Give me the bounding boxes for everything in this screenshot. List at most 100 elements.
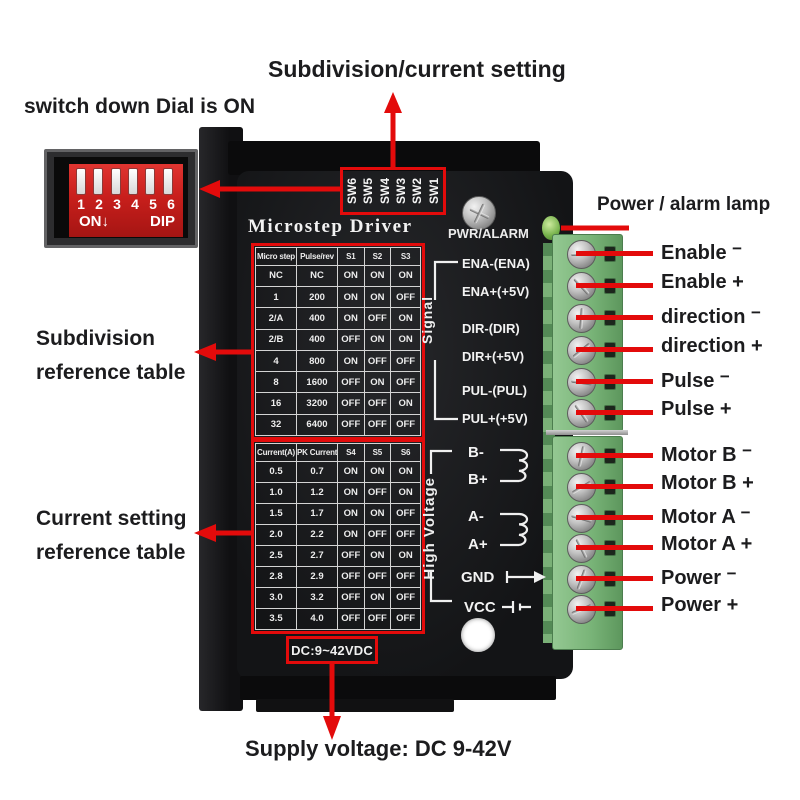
terminal-sign: + [719,398,732,420]
table-cell: ON [337,502,365,525]
terminal-pointer-line [576,453,653,458]
table-cell: ON [363,286,392,309]
terminal-label: Motor A + [661,533,753,555]
terminal-label: Pulse − [661,367,730,392]
terminal-label: Motor B + [661,472,754,494]
table-cell: 3200 [296,392,338,415]
table-cell: ON [390,460,421,483]
table-cell: 400 [296,307,338,330]
table-cell: 2/A [255,307,297,330]
current-reference-line2: reference table [36,541,186,564]
sw-label: SW2 [410,177,425,204]
table-cell: OFF [337,586,365,609]
table-cell: OFF [390,607,421,631]
table-cell: 2.5 [255,544,297,567]
high-voltage-group-label: High Voltage [421,477,438,580]
terminal-sign: + [740,533,753,555]
terminal-pointer-line [576,251,653,256]
device-left-plate [199,127,243,711]
sw-label: SW6 [345,177,360,204]
table-cell: OFF [337,544,365,567]
table-cell: OFF [390,371,421,394]
subdivision-reference-line2: reference table [36,361,186,384]
table-header-cell: S5 [363,443,392,462]
dip-number: 6 [167,196,175,212]
current-reference-label: Current setting reference table [36,502,187,570]
table-header-cell: Pulse/rev [296,247,338,266]
terminal-pointer-line [576,484,653,489]
table-cell: 3.5 [255,607,297,631]
table-cell: 0.7 [296,460,338,483]
table-cell: OFF [390,413,421,437]
terminal-sign: + [732,271,744,293]
dip-on-label: ON↓ [79,213,109,230]
dip-number: 5 [149,196,157,212]
table-cell: OFF [390,586,421,609]
table-cell: OFF [363,523,392,546]
table-cell: ON [390,264,421,288]
table-cell: 3.2 [296,586,338,609]
table-cell: 1.0 [255,481,297,504]
table-header-cell: S1 [337,247,365,266]
table-cell: ON [337,523,365,546]
dip-dip-label: DIP [149,213,175,230]
terminal-label: direction + [661,335,763,357]
table-header-cell: S4 [337,443,365,462]
dip-number: 2 [95,196,103,212]
dc-voltage-print: DC:9~42VDC [291,642,373,658]
table-cell: ON [363,460,392,483]
terminal-sign: − [732,239,743,258]
table-cell: ON [337,481,365,504]
table-cell: 2.9 [296,565,338,588]
table-cell: ON [390,481,421,504]
table-cell: 8 [255,371,297,394]
terminal-label: Power + [661,594,739,616]
table-cell: 2.0 [255,523,297,546]
table-header-cell: PK Current [296,443,338,462]
supply-voltage-label: Supply voltage: DC 9-42V [245,736,512,761]
table-cell: 800 [296,349,338,373]
table-cell: OFF [337,371,365,394]
table-cell: OFF [363,481,392,504]
table-cell: 1.5 [255,502,297,525]
hv-pin-label: B+ [468,471,488,488]
dip-number: 1 [77,196,85,212]
table-cell: 2.2 [296,523,338,546]
subdivision-current-setting-label: Subdivision/current setting [268,56,566,82]
table-cell: OFF [363,413,392,437]
table-cell: 1 [255,286,297,309]
table-cell: OFF [363,349,392,373]
table-cell: OFF [363,307,392,330]
pwr-alarm-print: PWR/ALARM [448,226,529,241]
terminal-label: Motor A − [661,503,751,528]
table-cell: ON [337,286,365,309]
signal-pin-label: ENA+(+5V) [462,284,530,299]
table-cell: ON [390,307,421,330]
terminal-pointer-line [576,606,653,611]
table-header-cell: S3 [390,247,421,266]
sw-label: SW4 [377,177,392,204]
switch-down-dial-label: switch down Dial is ON [24,95,256,118]
terminal-sign: − [719,367,730,386]
table-cell: OFF [390,523,421,546]
table-cell: OFF [390,565,421,588]
table-cell: 4.0 [296,607,338,631]
table-cell: 200 [296,286,338,309]
device-bottom-plate [256,699,454,712]
table-cell: ON [390,392,421,415]
table-cell: 0.5 [255,460,297,483]
